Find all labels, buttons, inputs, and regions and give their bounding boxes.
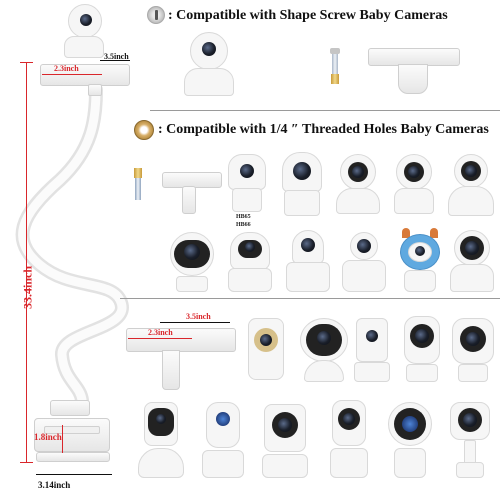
cam-r3-4 (400, 316, 444, 384)
mid-mount (126, 322, 236, 392)
threaded-mount (162, 170, 222, 216)
cam-r4-2 (200, 402, 246, 480)
height-label: 33.4inch (20, 266, 35, 310)
top-width-line (42, 74, 102, 75)
cam-r4-6 (446, 402, 494, 480)
cam-r4-3 (260, 404, 310, 480)
clamp-height-line (62, 425, 63, 453)
gooseneck-arm (15, 83, 129, 407)
screw-adapter (328, 48, 342, 84)
shape-screw-badge (147, 6, 165, 24)
divider-1 (150, 110, 500, 111)
cam-r3-1 (246, 318, 286, 382)
cam-r4-4 (326, 400, 372, 480)
shape-screw-camera (182, 32, 236, 98)
mid-width-outer-line (160, 322, 230, 323)
cam-r1-5 (448, 154, 494, 218)
model-label-2: HB66 (236, 222, 251, 228)
shape-screw-title: : Compatible with Shape Screw Baby Camer… (168, 8, 448, 23)
threaded-title: : Compatible with 1/4 ″ Threaded Holes B… (158, 122, 489, 137)
cam-r1-4 (392, 154, 436, 216)
cam-r2-1 (168, 232, 216, 294)
cam-r3-2 (296, 318, 352, 384)
gooseneck-mount: 2.3inch 3.5inch 33.4inch 1.8inch 3.14inc… (0, 0, 170, 500)
cam-r2-4 (342, 232, 386, 294)
top-width-inner-label: 2.3inch (54, 64, 79, 73)
top-width-outer-label: 3.5inch (104, 52, 129, 61)
mid-width-inner-label: 2.3inch (148, 328, 173, 337)
cam-r1-2 (280, 152, 324, 218)
height-cap-top (20, 62, 33, 63)
cam-r4-1 (138, 402, 184, 480)
height-cap-bottom (20, 462, 33, 463)
clamp-width-line (36, 474, 112, 475)
mid-width-outer-label: 3.5inch (186, 312, 211, 321)
top-camera (62, 4, 106, 60)
cam-r2-5 (396, 228, 444, 294)
cam-r3-5 (450, 318, 496, 384)
height-line (26, 62, 27, 462)
top-clip-post (88, 84, 102, 96)
cam-r1-1 (226, 154, 268, 214)
cam-r2-3 (286, 230, 330, 294)
clamp-height-label: 1.8inch (34, 432, 62, 442)
mid-width-line (128, 338, 192, 339)
shape-screw-mount (368, 44, 460, 98)
threaded-badge (134, 120, 154, 140)
cam-r4-5 (384, 402, 436, 480)
top-width-outer-line (100, 60, 130, 61)
cam-r2-6 (450, 230, 494, 294)
model-label-1: HB65 (236, 214, 251, 220)
top-clip-holder (40, 64, 130, 86)
threaded-screw (132, 168, 144, 208)
clamp (30, 400, 120, 470)
clamp-width-label: 3.14inch (38, 480, 71, 490)
divider-2 (120, 298, 500, 299)
cam-r2-2 (226, 232, 274, 294)
cam-r1-3 (336, 154, 380, 216)
cam-r3-3 (352, 318, 392, 384)
